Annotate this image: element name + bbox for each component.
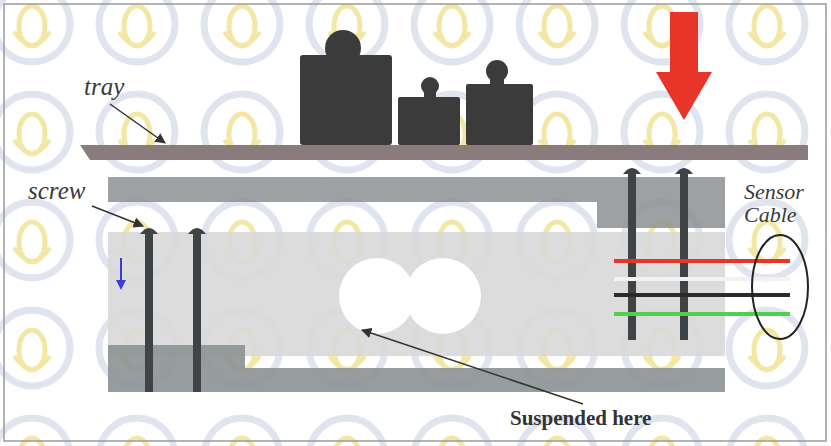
note-label: Suspended here xyxy=(510,407,651,429)
wire-black xyxy=(614,293,790,297)
load-arrow xyxy=(656,12,712,120)
screw-head xyxy=(623,168,641,174)
wire-white xyxy=(614,277,790,281)
leader-line xyxy=(362,330,583,404)
screws xyxy=(140,168,693,392)
weight xyxy=(466,84,533,145)
weight xyxy=(398,97,460,145)
leader-line xyxy=(110,104,165,143)
deflection-arrowhead xyxy=(116,280,126,290)
part-label: tray xyxy=(84,74,124,100)
strain-hole xyxy=(377,282,443,310)
screw-head xyxy=(675,168,693,174)
screw xyxy=(145,232,153,392)
wire-green xyxy=(614,312,790,316)
screw-head xyxy=(188,228,206,234)
frame xyxy=(4,4,826,441)
weights xyxy=(300,30,533,145)
screw-head xyxy=(140,228,158,234)
tray-plate xyxy=(80,145,808,160)
screw xyxy=(193,232,201,392)
part-label: Sensor Cable xyxy=(744,180,824,226)
leader-line xyxy=(92,206,143,226)
weight xyxy=(300,55,392,145)
deflection-arrow xyxy=(120,258,122,282)
part-label: screw xyxy=(28,178,85,204)
wire-red xyxy=(614,259,790,263)
cable-ellipse xyxy=(752,235,808,339)
